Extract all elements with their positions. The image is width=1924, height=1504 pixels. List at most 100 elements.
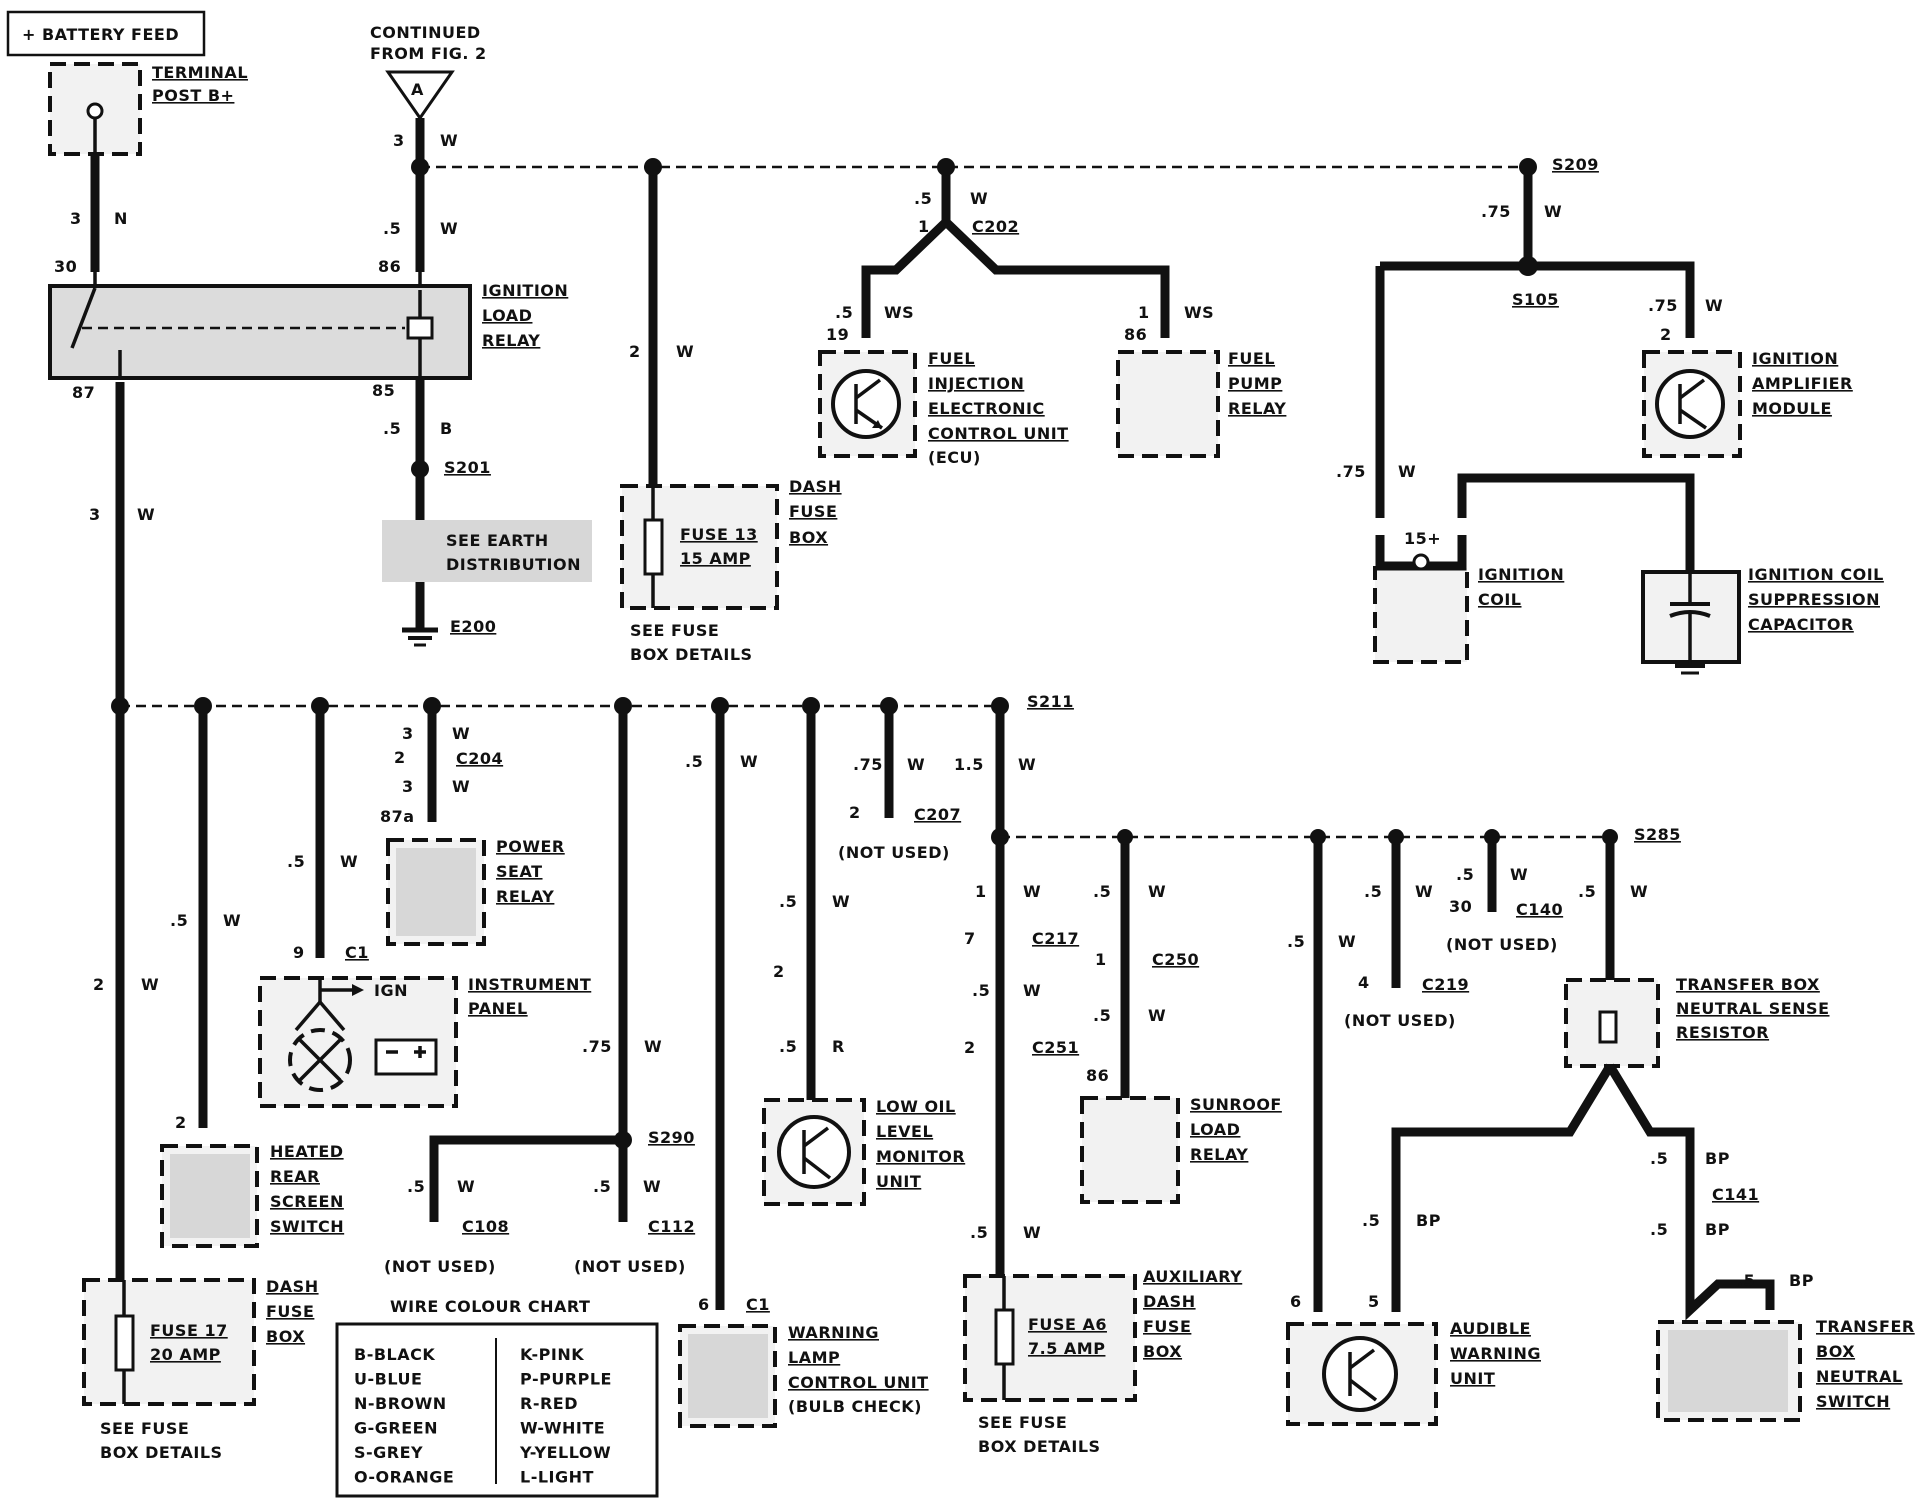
fuse13-label-1: FUSE 13 (680, 525, 758, 544)
wire-label: 30 (1449, 897, 1472, 916)
dash-fuse-label-3: BOX (789, 528, 828, 547)
wire-label: 5 (1368, 1292, 1380, 1311)
wire-label: W (643, 1177, 661, 1196)
aux-fuse-label-4: BOX (1143, 1342, 1182, 1361)
warning-lamp-control-unit: WARNING LAMP CONTROL UNIT (BULB CHECK) (678, 1323, 929, 1428)
wire-label: 86 (1124, 325, 1147, 344)
sunroof-label-3: RELAY (1190, 1145, 1248, 1164)
wire-label: B (440, 419, 453, 438)
wire-chart-entry: S-GREY (354, 1443, 423, 1462)
wire-label: W (452, 777, 470, 796)
wire-label: .5 (407, 1177, 425, 1196)
wire-label: W (457, 1177, 475, 1196)
earth-note-2: DISTRIBUTION (446, 555, 581, 574)
warning-label-3: CONTROL UNIT (788, 1373, 929, 1392)
wire-label: 86 (1086, 1066, 1109, 1085)
ign-amp-label-2: AMPLIFIER (1752, 374, 1853, 393)
aux-fuse-label-1: AUXILIARY (1143, 1267, 1242, 1286)
connector-c1-warning: C1 (746, 1295, 770, 1314)
low-oil-label-1: LOW OIL (876, 1097, 956, 1116)
battery-feed-label: + BATTERY FEED (22, 25, 179, 44)
earth-note-1: SEE EARTH (446, 531, 549, 550)
wire-chart-entry: R-RED (520, 1394, 578, 1413)
low-oil-label-2: LEVEL (876, 1122, 933, 1141)
wire-label: .5 (779, 892, 797, 911)
wire-label: .5 (835, 303, 853, 322)
wire-label: .5 (287, 852, 305, 871)
connector-c251: C251 (1032, 1038, 1079, 1057)
audible-warning-unit: AUDIBLE WARNING UNIT (1286, 1319, 1541, 1426)
dash-fuse17-label-1: DASH (266, 1277, 319, 1296)
wire-label: W (644, 1037, 662, 1056)
low-oil-level-monitor: LOW OIL LEVEL MONITOR UNIT (762, 1097, 965, 1206)
wire-label: 9 (293, 943, 305, 962)
fuse17-label-2: 20 AMP (150, 1345, 221, 1364)
low-oil-label-3: MONITOR (876, 1147, 965, 1166)
ign-coil-label-2: COIL (1478, 590, 1522, 609)
wire-chart-title: WIRE COLOUR CHART (390, 1297, 590, 1316)
fuseA6-label-2: 7.5 AMP (1028, 1339, 1105, 1358)
wire-label: W (1023, 981, 1041, 1000)
relay-pin-85: 85 (372, 381, 395, 400)
heated-label-1: HEATED (270, 1142, 344, 1161)
wire-label: 1 (975, 882, 987, 901)
wire-colour-chart: WIRE COLOUR CHART B-BLACKU-BLUEN-BROWNG-… (335, 1297, 659, 1498)
relay-label-2: LOAD (482, 306, 532, 325)
wire-label: .75 (1336, 462, 1366, 481)
connector-c202: C202 (972, 217, 1019, 236)
earth-id: E200 (450, 617, 496, 636)
wire-chart-entry: Y-YELLOW (519, 1443, 611, 1462)
splice-s105: S105 (1512, 290, 1559, 309)
wire-label: W (1630, 882, 1648, 901)
wire-label: W (907, 755, 925, 774)
ecu-label-2: INJECTION (928, 374, 1024, 393)
dash-fuse17-label-2: FUSE (266, 1302, 314, 1321)
power-seat-label-1: POWER (496, 837, 565, 856)
wire-label: .5 (1578, 882, 1596, 901)
relay-label-3: RELAY (482, 331, 540, 350)
wire-label: W (1398, 462, 1416, 481)
low-oil-label-4: UNIT (876, 1172, 921, 1191)
ignition-load-relay: IGNITION LOAD RELAY 30 86 87 85 (48, 257, 568, 402)
aux-fuse-label-3: FUSE (1143, 1317, 1191, 1336)
wire-label: 1 (918, 217, 930, 236)
wire-label: 2 (849, 803, 861, 822)
wire-label: W (1544, 202, 1562, 221)
instrument-label-1: INSTRUMENT (468, 975, 591, 994)
capacitor-label-2: SUPPRESSION (1748, 590, 1880, 609)
wire-label: 4 (1358, 973, 1370, 992)
connector-a-label: A (411, 80, 424, 99)
terminal-post-label-1: TERMINAL (152, 63, 248, 82)
connector-c219: C219 (1422, 975, 1469, 994)
transfer-switch-label-3: NEUTRAL (1816, 1367, 1903, 1386)
wire-label: .5 (383, 219, 401, 238)
wire-label: .5 (1364, 882, 1382, 901)
connector-c204: C204 (456, 749, 503, 768)
wire-label: .5 (1093, 882, 1111, 901)
ign-label: IGN (374, 981, 408, 1000)
audible-label-1: AUDIBLE (1450, 1319, 1531, 1338)
power-seat-label-3: RELAY (496, 887, 554, 906)
dash-fuse17-label-3: BOX (266, 1327, 305, 1346)
not-used-c219: (NOT USED) (1344, 1011, 1456, 1030)
wire-label: W (1018, 755, 1036, 774)
see-fuse-13-2: BOX DETAILS (630, 645, 753, 664)
wire-label: 6 (1290, 1292, 1302, 1311)
wire-label: 2 (1660, 325, 1672, 344)
wire-label: 2 (629, 342, 641, 361)
wire-chart-entry: K-PINK (520, 1345, 584, 1364)
sunroof-load-relay: SUNROOF LOAD RELAY (1080, 1095, 1281, 1204)
not-used-c112: (NOT USED) (574, 1257, 686, 1276)
connector-c108: C108 (462, 1217, 509, 1236)
wire-label: .75 (1481, 202, 1511, 221)
ecu: FUEL INJECTION ELECTRONIC CONTROL UNIT (… (818, 349, 1068, 467)
wire-label: BP (1416, 1211, 1441, 1230)
wire-label: W (223, 911, 241, 930)
relay-pin-87: 87 (72, 383, 95, 402)
dash-fuse-label-2: FUSE (789, 502, 837, 521)
connector-c141: C141 (1712, 1185, 1759, 1204)
wire-label: .5 (779, 1037, 797, 1056)
wire-label: W (440, 219, 458, 238)
wire-label: 2 (773, 962, 785, 981)
transfer-box-resistor: TRANSFER BOX NEUTRAL SENSE RESISTOR (1564, 975, 1829, 1068)
